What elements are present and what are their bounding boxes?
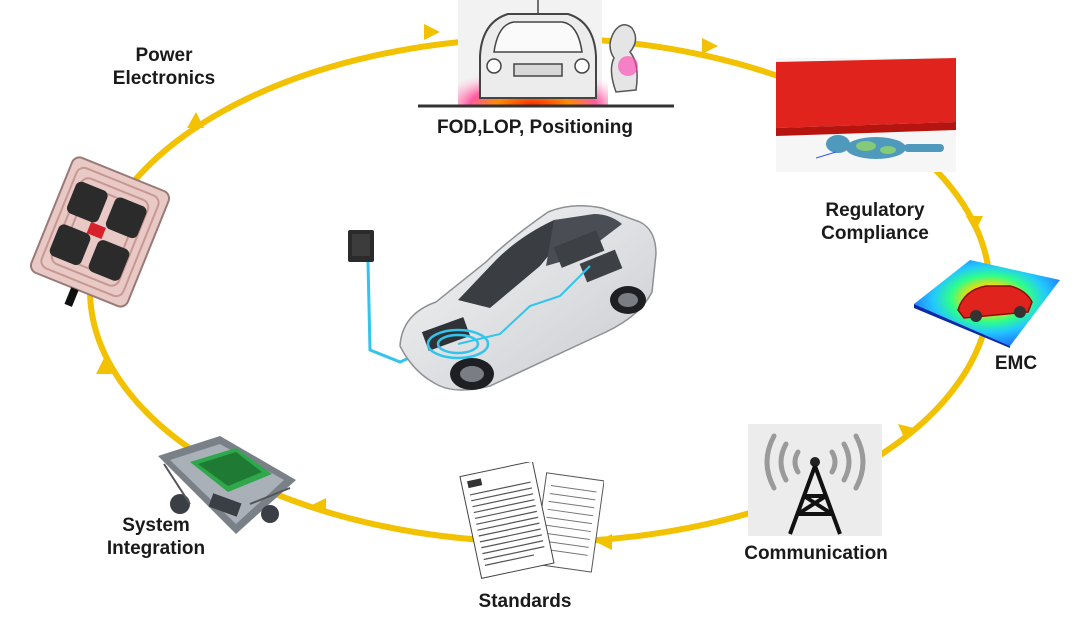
ring-arrow <box>596 534 612 550</box>
standards-label: Standards <box>478 591 572 612</box>
ring-arrow <box>424 24 440 40</box>
fod-label: FOD,LOP, Positioning <box>437 117 633 138</box>
regulatory-label: Regulatory Compliance <box>821 200 929 244</box>
ring-arrow <box>966 216 983 232</box>
human-under-vehicle-simulation-icon <box>776 58 956 172</box>
ring-arrow <box>702 38 718 54</box>
power-label: Power Electronics <box>112 45 216 89</box>
standards-documents-icon <box>456 460 605 580</box>
ring-arrow <box>898 424 914 440</box>
electric-car-wireless-charging-icon <box>340 196 670 396</box>
vehicle-field-simulation-icon <box>914 256 1060 348</box>
car-front-heatmap-icon <box>418 0 674 112</box>
ring-arrow <box>187 112 204 128</box>
wireless-charging-pad-icon <box>26 152 174 312</box>
system-label: System Integration <box>106 515 206 559</box>
vehicle-chassis-integration-icon <box>150 434 300 538</box>
ring-arrow <box>96 358 112 374</box>
communication-label: Communication <box>744 543 888 564</box>
ring-arrows <box>96 24 983 550</box>
emc-label: EMC <box>994 353 1038 374</box>
radio-tower-icon <box>748 424 882 536</box>
ring-arrow <box>310 498 326 514</box>
